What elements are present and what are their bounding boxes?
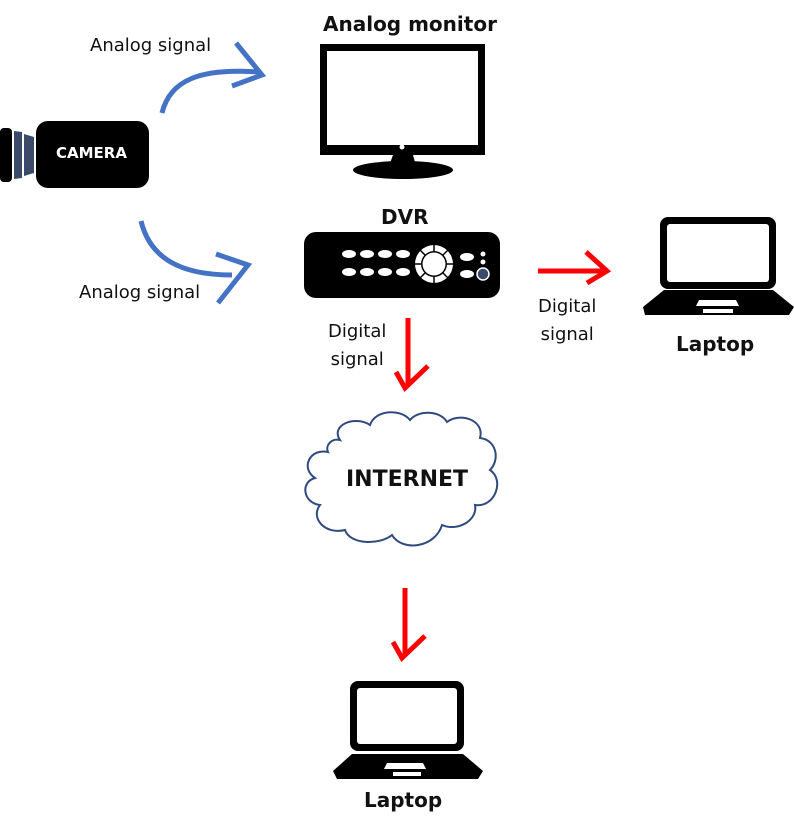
dvr-icon <box>304 232 500 298</box>
laptop-bottom-spacebar <box>393 772 421 776</box>
monitor-icon <box>320 44 485 179</box>
digital-arrow-to-internet <box>393 318 430 393</box>
dvr-led-1 <box>480 251 486 257</box>
monitor-screen <box>327 51 478 145</box>
monitor-label: Analog monitor <box>323 12 497 36</box>
camera-lens-ring-2 <box>24 134 34 176</box>
monitor-power-led <box>399 144 405 150</box>
laptop-bottom-label: Laptop <box>364 788 443 812</box>
digital-signal-label-down-line1: Digital <box>328 321 387 342</box>
digital-signal-label-right-line1: Digital <box>538 296 597 317</box>
laptop-bottom-screen <box>357 688 457 744</box>
digital-signal-label-down: Digital signal <box>328 318 386 374</box>
laptop-right-icon <box>643 217 794 315</box>
analog-signal-label-top: Analog signal <box>90 35 212 56</box>
laptop-right-touchpad <box>696 300 739 306</box>
camera-body <box>36 121 149 188</box>
internet-label: INTERNET <box>346 467 469 492</box>
camera-lens-ring-1 <box>14 131 22 179</box>
digital-signal-label-right: Digital signal <box>538 293 596 349</box>
digital-arrow-to-laptop <box>538 250 612 286</box>
laptop-right-screen <box>667 224 769 282</box>
analog-signal-label-bottom: Analog signal <box>79 282 201 303</box>
digital-signal-label-down-line2: signal <box>330 349 384 370</box>
dvr-label: DVR <box>381 205 429 229</box>
dvr-power-button <box>476 267 490 281</box>
camera-lens-rim <box>0 128 12 182</box>
monitor-stand <box>353 161 453 179</box>
analog-arrow-to-dvr <box>138 220 253 305</box>
dvr-body <box>304 232 500 298</box>
analog-arrow-to-monitor <box>159 41 267 114</box>
laptop-bottom-icon <box>333 681 483 779</box>
digital-arrow-to-bottom-laptop <box>390 588 427 663</box>
camera-icon <box>0 121 149 188</box>
dvr-led-2 <box>480 259 486 265</box>
laptop-right-label: Laptop <box>676 332 755 356</box>
camera-label: CAMERA <box>56 144 127 162</box>
laptop-right-spacebar <box>703 309 733 313</box>
internet-cloud-icon <box>304 411 499 547</box>
laptop-bottom-touchpad <box>384 763 426 769</box>
digital-signal-label-right-line2: signal <box>540 324 594 345</box>
dvr-navigation-dial <box>415 245 453 283</box>
dvr-buttons <box>342 250 474 278</box>
